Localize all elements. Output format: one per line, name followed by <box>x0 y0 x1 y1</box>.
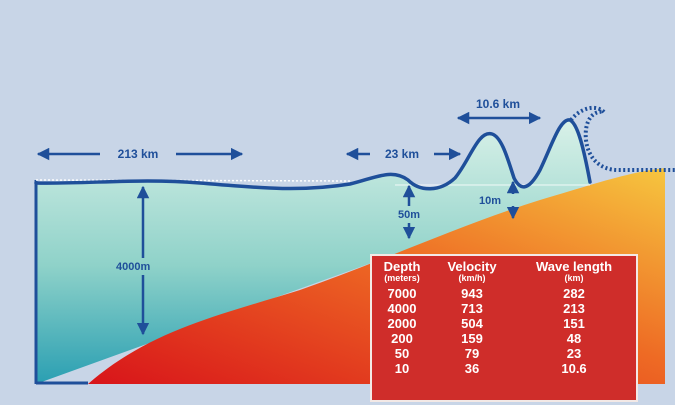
tsunami-data-table: Depth Velocity Wave length (meters) (km/… <box>370 254 638 402</box>
table-header-row: Depth Velocity Wave length <box>372 256 636 273</box>
table-row: 200 159 48 <box>372 331 636 346</box>
cell-velocity: 504 <box>461 316 483 331</box>
label-23km: 23 km <box>385 147 419 161</box>
label-213km: 213 km <box>118 147 159 161</box>
cell-depth: 50 <box>394 346 410 361</box>
cell-wavelength: 282 <box>563 286 585 301</box>
cell-velocity: 159 <box>461 331 483 346</box>
header-wavelength: Wave length <box>535 259 613 274</box>
cell-wavelength: 151 <box>563 316 585 331</box>
cell-velocity: 713 <box>461 301 483 316</box>
table-row: 50 79 23 <box>372 346 636 361</box>
table-row: 4000 713 213 <box>372 301 636 316</box>
cell-velocity: 36 <box>464 361 480 376</box>
label-50m: 50m <box>398 209 420 221</box>
header-velocity: Velocity <box>447 259 497 274</box>
cell-depth: 2000 <box>387 316 417 331</box>
cell-velocity: 79 <box>464 346 480 361</box>
label-4000m: 4000m <box>116 261 150 273</box>
label-10-6km: 10.6 km <box>476 97 520 111</box>
table-unit-row: (meters) (km/h) (km) <box>372 273 636 286</box>
unit-depth: (meters) <box>384 273 420 283</box>
cell-depth: 200 <box>391 331 413 346</box>
table-row: 2000 504 151 <box>372 316 636 331</box>
data-table: Depth Velocity Wave length (meters) (km/… <box>372 256 636 376</box>
cell-depth: 4000 <box>387 301 417 316</box>
cell-wavelength: 48 <box>566 331 582 346</box>
ocean-water <box>36 119 590 384</box>
wave-surface <box>34 118 592 191</box>
table-row: 7000 943 282 <box>372 286 636 301</box>
table-row: 10 36 10.6 <box>372 361 636 376</box>
unit-wavelength: (km) <box>564 273 584 283</box>
cell-wavelength: 23 <box>566 346 582 361</box>
label-10m: 10m <box>479 195 501 207</box>
header-depth: Depth <box>383 259 421 274</box>
cell-wavelength: 10.6 <box>561 361 587 376</box>
unit-velocity: (km/h) <box>458 273 486 283</box>
cell-depth: 10 <box>394 361 410 376</box>
cell-velocity: 943 <box>461 286 483 301</box>
cell-depth: 7000 <box>387 286 417 301</box>
cell-wavelength: 213 <box>563 301 585 316</box>
still-water-level <box>35 179 351 182</box>
